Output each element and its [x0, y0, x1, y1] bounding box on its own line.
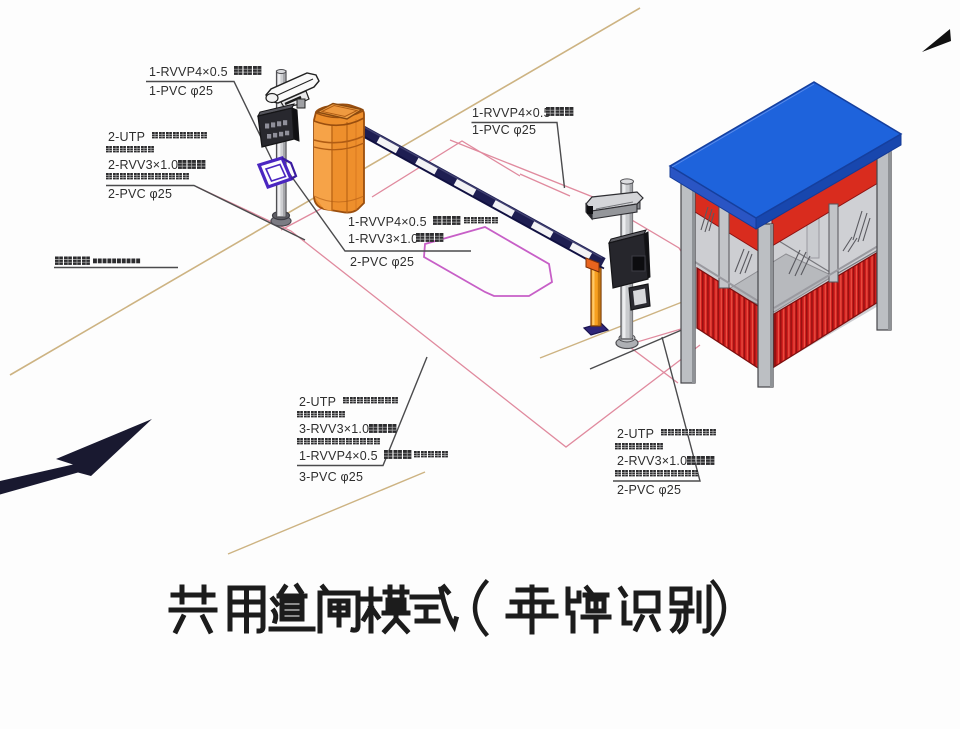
svg-text:2-UTP: 2-UTP	[299, 395, 336, 409]
svg-text:2-RVV3×1.0: 2-RVV3×1.0	[617, 454, 687, 468]
svg-text:1-PVC φ25: 1-PVC φ25	[472, 123, 536, 137]
svg-text:2-PVC φ25: 2-PVC φ25	[350, 255, 414, 269]
svg-text:1-RVVP4×0.5: 1-RVVP4×0.5	[472, 106, 551, 120]
svg-text:3-PVC φ25: 3-PVC φ25	[299, 470, 363, 484]
svg-text:2-UTP: 2-UTP	[617, 427, 654, 441]
svg-text:1-RVV3×1.0: 1-RVV3×1.0	[348, 232, 418, 246]
svg-text:1-PVC φ25: 1-PVC φ25	[149, 84, 213, 98]
svg-text:2-PVC φ25: 2-PVC φ25	[108, 187, 172, 201]
svg-text:2-RVV3×1.0: 2-RVV3×1.0	[108, 158, 178, 172]
svg-text:2-PVC φ25: 2-PVC φ25	[617, 483, 681, 497]
svg-text:3-RVV3×1.0: 3-RVV3×1.0	[299, 422, 369, 436]
svg-text:2-UTP: 2-UTP	[108, 130, 145, 144]
svg-text:1-RVVP4×0.5: 1-RVVP4×0.5	[149, 65, 228, 79]
svg-text:1-RVVP4×0.5: 1-RVVP4×0.5	[348, 215, 427, 229]
svg-text:1-RVVP4×0.5: 1-RVVP4×0.5	[299, 449, 378, 463]
